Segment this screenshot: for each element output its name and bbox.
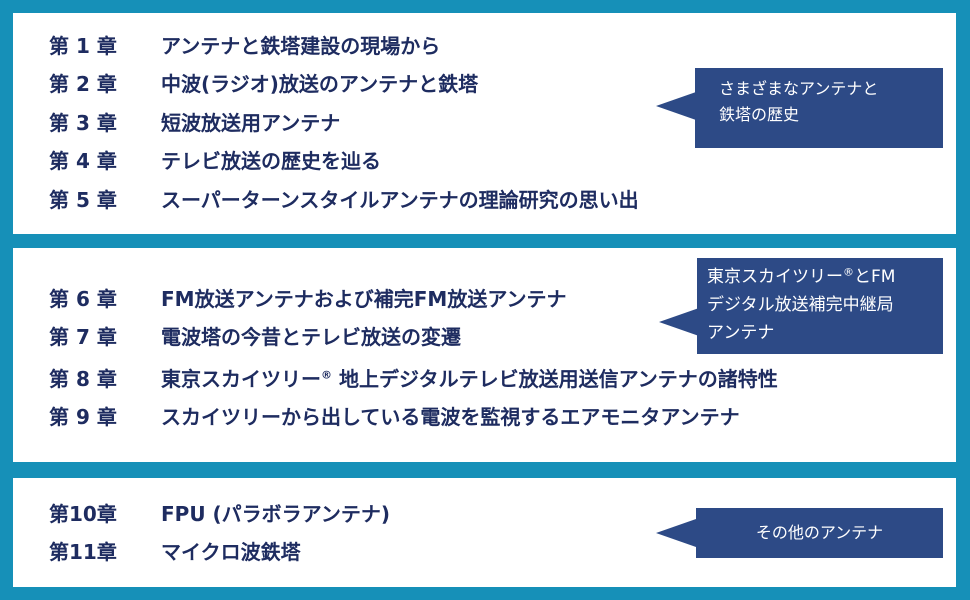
callout-line-part: 東京スカイツリー — [707, 267, 843, 287]
callout-pointer — [656, 92, 696, 120]
chapter-number: 第10章 — [49, 502, 117, 526]
chapter-title: 中波(ラジオ)放送のアンテナと鉄塔 — [161, 72, 479, 96]
chapter-number: 第 9 章 — [49, 405, 117, 429]
callout-skytree: 東京スカイツリー®とFM デジタル放送補完中継局 アンテナ — [697, 258, 943, 354]
chapter-title: 短波放送用アンテナ — [161, 111, 341, 135]
section-panel-3: 第10章 FPU (パラボラアンテナ) 第11章 マイクロ波鉄塔 その他のアンテ… — [13, 478, 956, 587]
chapter-title: テレビ放送の歴史を辿る — [161, 149, 381, 173]
chapter-title: 東京スカイツリー® 地上デジタルテレビ放送用送信アンテナの諸特性 — [161, 364, 778, 394]
chapter-title-part: 地上デジタルテレビ放送用送信アンテナの諸特性 — [332, 367, 778, 391]
callout-pointer — [656, 519, 696, 547]
callout-line-part: とFM — [854, 267, 896, 287]
chapter-number: 第 5 章 — [49, 188, 117, 212]
chapter-number: 第 7 章 — [49, 325, 117, 349]
chapter-title: マイクロ波鉄塔 — [161, 540, 301, 564]
callout-line: デジタル放送補完中継局 — [707, 295, 894, 315]
callout-line: 鉄塔の歴史 — [719, 105, 800, 124]
section-panel-1: 第 1 章 アンテナと鉄塔建設の現場から 第 2 章 中波(ラジオ)放送のアンテ… — [13, 13, 956, 234]
chapter-title: 電波塔の今昔とテレビ放送の変遷 — [161, 325, 461, 349]
callout-other: その他のアンテナ — [696, 508, 943, 558]
chapter-number: 第 6 章 — [49, 287, 117, 311]
callout-line: さまざまなアンテナと — [719, 79, 879, 98]
callout-history: さまざまなアンテナと 鉄塔の歴史 — [695, 68, 943, 148]
chapter-title: FM放送アンテナおよび補完FM放送アンテナ — [161, 287, 567, 311]
chapter-title-part: 東京スカイツリー — [161, 367, 321, 391]
registered-mark: ® — [843, 265, 854, 279]
chapter-number: 第 4 章 — [49, 149, 117, 173]
registered-mark: ® — [321, 368, 332, 382]
chapter-title: スーパーターンスタイルアンテナの理論研究の思い出 — [161, 188, 639, 212]
chapter-number: 第 3 章 — [49, 111, 117, 135]
chapter-number: 第 2 章 — [49, 72, 117, 96]
section-panel-2: 第 6 章 FM放送アンテナおよび補完FM放送アンテナ 第 7 章 電波塔の今昔… — [13, 248, 956, 462]
callout-line: その他のアンテナ — [755, 523, 884, 542]
callout-line: 東京スカイツリー®とFM — [707, 263, 943, 291]
chapter-title: FPU (パラボラアンテナ) — [161, 502, 391, 526]
chapter-number: 第11章 — [49, 540, 117, 564]
chapter-title: スカイツリーから出している電波を監視するエアモニタアンテナ — [161, 405, 740, 429]
chapter-number: 第 8 章 — [49, 367, 117, 391]
callout-pointer — [659, 308, 699, 336]
callout-line: アンテナ — [707, 323, 775, 343]
chapter-number: 第 1 章 — [49, 34, 117, 58]
chapter-title: アンテナと鉄塔建設の現場から — [161, 34, 441, 58]
